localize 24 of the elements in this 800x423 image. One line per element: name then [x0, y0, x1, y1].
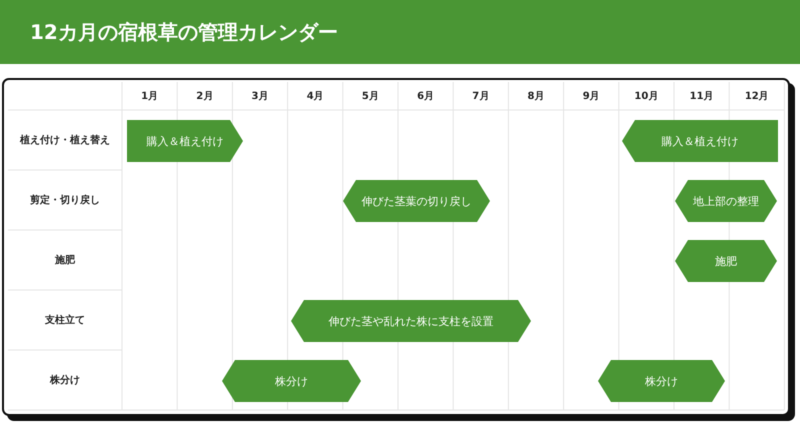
month-header: 8月 — [526, 90, 546, 104]
month-header: 6月 — [416, 90, 436, 104]
task-bar: 伸びた茎葉の切り戻し — [343, 180, 490, 222]
month-header: 1月 — [140, 90, 160, 104]
task-label: 株分け — [48, 374, 81, 388]
task-label: 植え付け・植え替え — [18, 134, 111, 148]
title-banner: 12カ月の宿根草の管理カレンダー — [0, 0, 800, 64]
month-header: 11月 — [688, 90, 715, 104]
task-bar: 伸びた茎や乱れた株に支柱を設置 — [291, 300, 531, 342]
task-label: 支柱立て — [44, 313, 86, 328]
month-header: 3月 — [250, 90, 270, 104]
task-label: 剪定・切り戻し — [29, 193, 101, 208]
task-label: 施肥 — [54, 254, 76, 268]
task-bar: 購入＆植え付け — [127, 120, 243, 162]
month-header: 2月 — [195, 90, 214, 104]
month-header: 10月 — [633, 90, 660, 104]
month-header: 4月 — [306, 90, 325, 104]
task-bar: 購入＆植え付け — [622, 120, 778, 162]
month-header: 7月 — [471, 90, 490, 104]
task-bar: 株分け — [222, 360, 361, 402]
task-bar: 株分け — [598, 360, 725, 402]
month-header: 5月 — [360, 90, 380, 104]
month-header: 9月 — [582, 90, 601, 104]
month-header: 12月 — [744, 90, 770, 104]
